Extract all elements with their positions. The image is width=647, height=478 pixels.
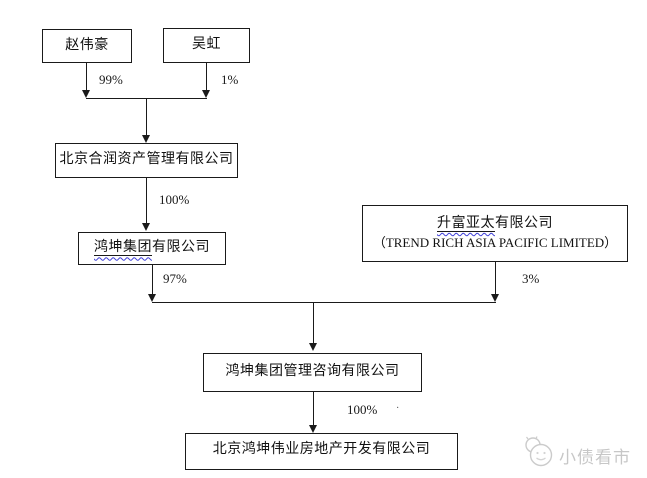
node-hongkun-consulting: 鸿坤集团管理咨询有限公司 <box>203 353 422 392</box>
connector-line <box>495 262 496 294</box>
node-hongkun-weiye: 北京鸿坤伟业房地产开发有限公司 <box>185 433 458 470</box>
node-label: 赵伟豪 <box>65 37 109 53</box>
node-label: 北京合润资产管理有限公司 <box>59 152 234 168</box>
chat-bubbles-icon <box>521 436 557 474</box>
percentage-label: 3% <box>522 271 540 286</box>
arrowhead-down-icon <box>142 223 150 231</box>
watermark-text: 小债看市 <box>559 447 631 467</box>
node-wu-hong: 吴虹 <box>163 28 250 63</box>
arrowhead-down-icon <box>491 294 499 302</box>
percentage-label: 1% <box>221 72 239 87</box>
connector-line <box>86 63 87 90</box>
connector-line <box>152 302 496 303</box>
node-zhao-weihao: 赵伟豪 <box>42 29 132 63</box>
arrowhead-down-icon <box>309 425 317 433</box>
arrowhead-down-icon <box>309 343 317 351</box>
node-label-english: （TREND RICH ASIA PACIFIC LIMITED） <box>372 235 618 251</box>
connector-line <box>146 98 147 135</box>
node-label: 升富亚太有限公司 <box>437 215 553 232</box>
connector-line <box>206 63 207 90</box>
spellcheck-underline: 升富亚太 <box>437 215 495 232</box>
connector-line <box>146 178 147 223</box>
arrowhead-down-icon <box>142 135 150 143</box>
percentage-label: 100% <box>159 192 190 207</box>
node-hongkun-group: 鸿坤集团有限公司 <box>78 232 226 265</box>
stray-mark: · <box>396 403 400 414</box>
connector-line <box>313 302 314 343</box>
spellcheck-underline: 鸿坤集团 <box>94 240 152 257</box>
percentage-label: 99% <box>99 72 123 87</box>
node-label: 北京鸿坤伟业房地产开发有限公司 <box>212 442 431 457</box>
node-label: 鸿坤集团管理咨询有限公司 <box>225 364 400 380</box>
node-label: 鸿坤集团有限公司 <box>94 240 210 257</box>
node-label: 吴虹 <box>192 37 221 53</box>
connector-line <box>152 265 153 294</box>
arrowhead-down-icon <box>202 90 210 98</box>
percentage-label: 100% <box>347 402 378 417</box>
connector-line <box>313 392 314 425</box>
watermark: 小债看市 <box>521 436 631 474</box>
node-trend-rich-asia-pacific: 升富亚太有限公司 （TREND RICH ASIA PACIFIC LIMITE… <box>362 205 628 262</box>
arrowhead-down-icon <box>148 294 156 302</box>
arrowhead-down-icon <box>82 90 90 98</box>
percentage-label: 97% <box>163 271 187 286</box>
node-beijing-herun: 北京合润资产管理有限公司 <box>55 143 238 178</box>
